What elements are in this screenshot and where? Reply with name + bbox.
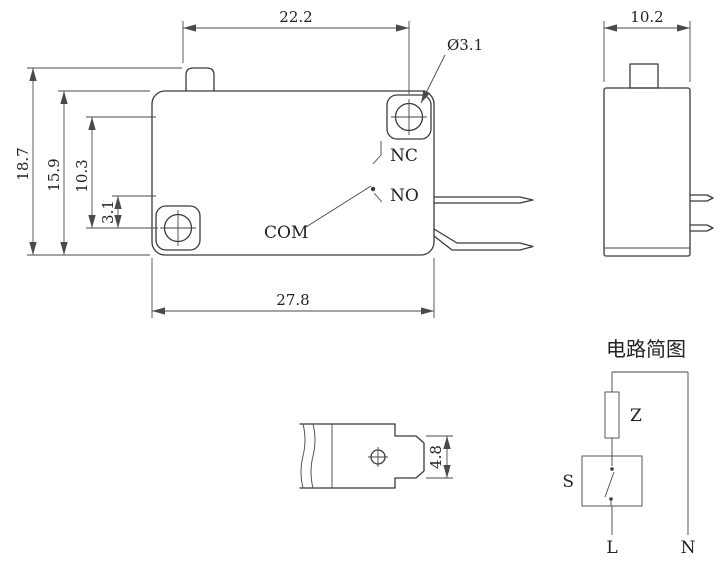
hole-crosshair-top xyxy=(391,99,427,135)
front-view: NC NO COM xyxy=(151,67,534,256)
dim-top-width-text: 22.2 xyxy=(279,8,312,26)
side-pin-upper xyxy=(689,194,714,202)
line-terminal-label: L xyxy=(606,538,617,558)
side-pin-lower xyxy=(689,224,714,232)
terminal-detail-view xyxy=(299,423,425,489)
dimension-body-width: 27.8 xyxy=(151,258,435,318)
dimension-overall-height: 18.7 xyxy=(14,67,182,256)
side-view xyxy=(603,63,714,257)
no-label: NO xyxy=(390,186,419,206)
dim-hole-offset-text: 3.1 xyxy=(99,200,117,224)
contact-point xyxy=(370,186,376,192)
terminal-no xyxy=(433,228,534,251)
side-body-outline xyxy=(603,87,691,257)
dim-terminal-width-text: 4.8 xyxy=(427,445,445,469)
plunger-outline xyxy=(185,67,215,92)
dimension-side-width: 10.2 xyxy=(603,8,691,82)
switch-contact-top xyxy=(610,467,614,471)
dim-hole-pitch-text: 10.3 xyxy=(73,159,91,192)
switch-symbol xyxy=(604,456,615,506)
detail-hole-crosshair xyxy=(368,447,388,467)
switch-label: S xyxy=(562,472,574,492)
break-line-left xyxy=(300,423,306,489)
mounting-hole-bottom xyxy=(155,205,201,251)
switch-blade xyxy=(604,471,615,498)
dimension-hole-offset: 3.1 xyxy=(99,195,156,228)
dimension-terminal-width: 4.8 xyxy=(426,435,453,479)
dimension-hole-diameter: Ø3.1 xyxy=(420,36,483,104)
terminal-detail-outline xyxy=(299,423,425,489)
mounting-hole-top xyxy=(386,94,432,140)
dimension-body-height: 15.9 xyxy=(45,90,150,255)
hole-boss-top xyxy=(386,94,432,140)
switch-contact-bottom xyxy=(609,497,613,501)
dimension-top-width: 22.2 xyxy=(182,8,410,94)
load-resistor-symbol xyxy=(604,391,620,439)
terminal-nc xyxy=(433,196,534,204)
switch-body-outline xyxy=(151,90,435,256)
dim-overall-height-text: 18.7 xyxy=(14,147,32,180)
circuit-wires xyxy=(611,371,689,535)
com-label: COM xyxy=(264,223,308,243)
internal-contacts xyxy=(305,141,383,228)
hole-crosshair-bottom xyxy=(160,210,196,246)
side-plunger-outline xyxy=(629,63,659,89)
circuit-title: 电路简图 xyxy=(606,337,686,361)
dim-hole-diameter-text: Ø3.1 xyxy=(447,36,483,54)
nc-label: NC xyxy=(390,146,418,166)
circuit-schematic: 电路简图 Z S L N xyxy=(562,337,695,558)
com-lever-line xyxy=(305,185,372,228)
dim-body-width-text: 27.8 xyxy=(276,291,309,309)
break-line-right xyxy=(310,423,316,489)
neutral-terminal-label: N xyxy=(681,538,696,558)
dim-body-height-text: 15.9 xyxy=(45,158,63,191)
load-label: Z xyxy=(630,406,642,426)
dimension-hole-pitch: 10.3 xyxy=(73,116,158,229)
dim-side-width-text: 10.2 xyxy=(630,8,663,26)
nc-contact-line xyxy=(372,141,382,165)
no-contact-line xyxy=(373,192,383,203)
